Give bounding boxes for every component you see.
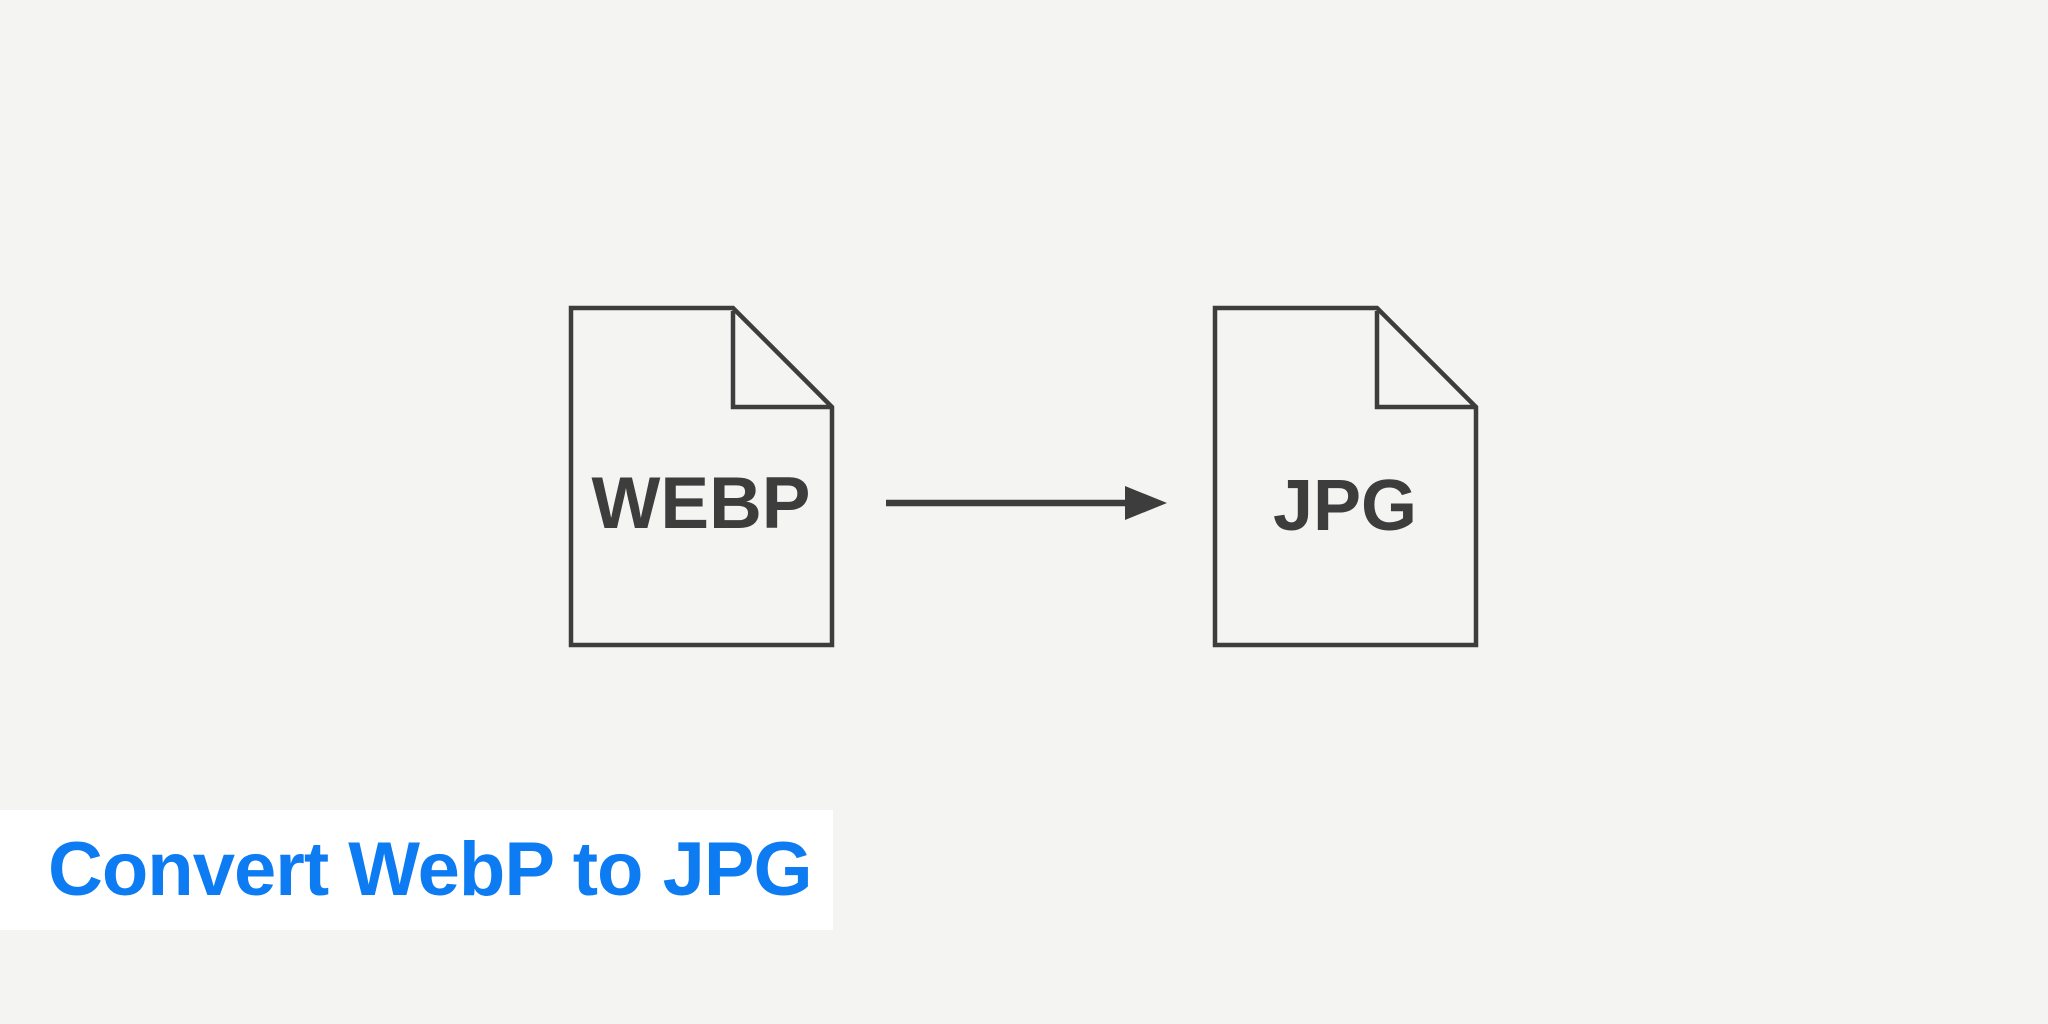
page-title: Convert WebP to JPG	[48, 827, 813, 912]
title-banner: Convert WebP to JPG	[0, 810, 833, 930]
arrow-head	[1125, 486, 1167, 520]
folded-corner-icon	[730, 311, 830, 410]
file-outline	[1212, 305, 1479, 648]
folded-corner-icon	[1374, 311, 1474, 410]
webp-file-icon: WEBP	[568, 305, 835, 648]
jpg-file-icon: JPG	[1212, 305, 1479, 648]
source-format-label: WEBP	[592, 463, 811, 544]
right-arrow-icon	[886, 486, 1167, 520]
target-format-label: JPG	[1273, 466, 1417, 546]
file-outline	[568, 305, 835, 648]
